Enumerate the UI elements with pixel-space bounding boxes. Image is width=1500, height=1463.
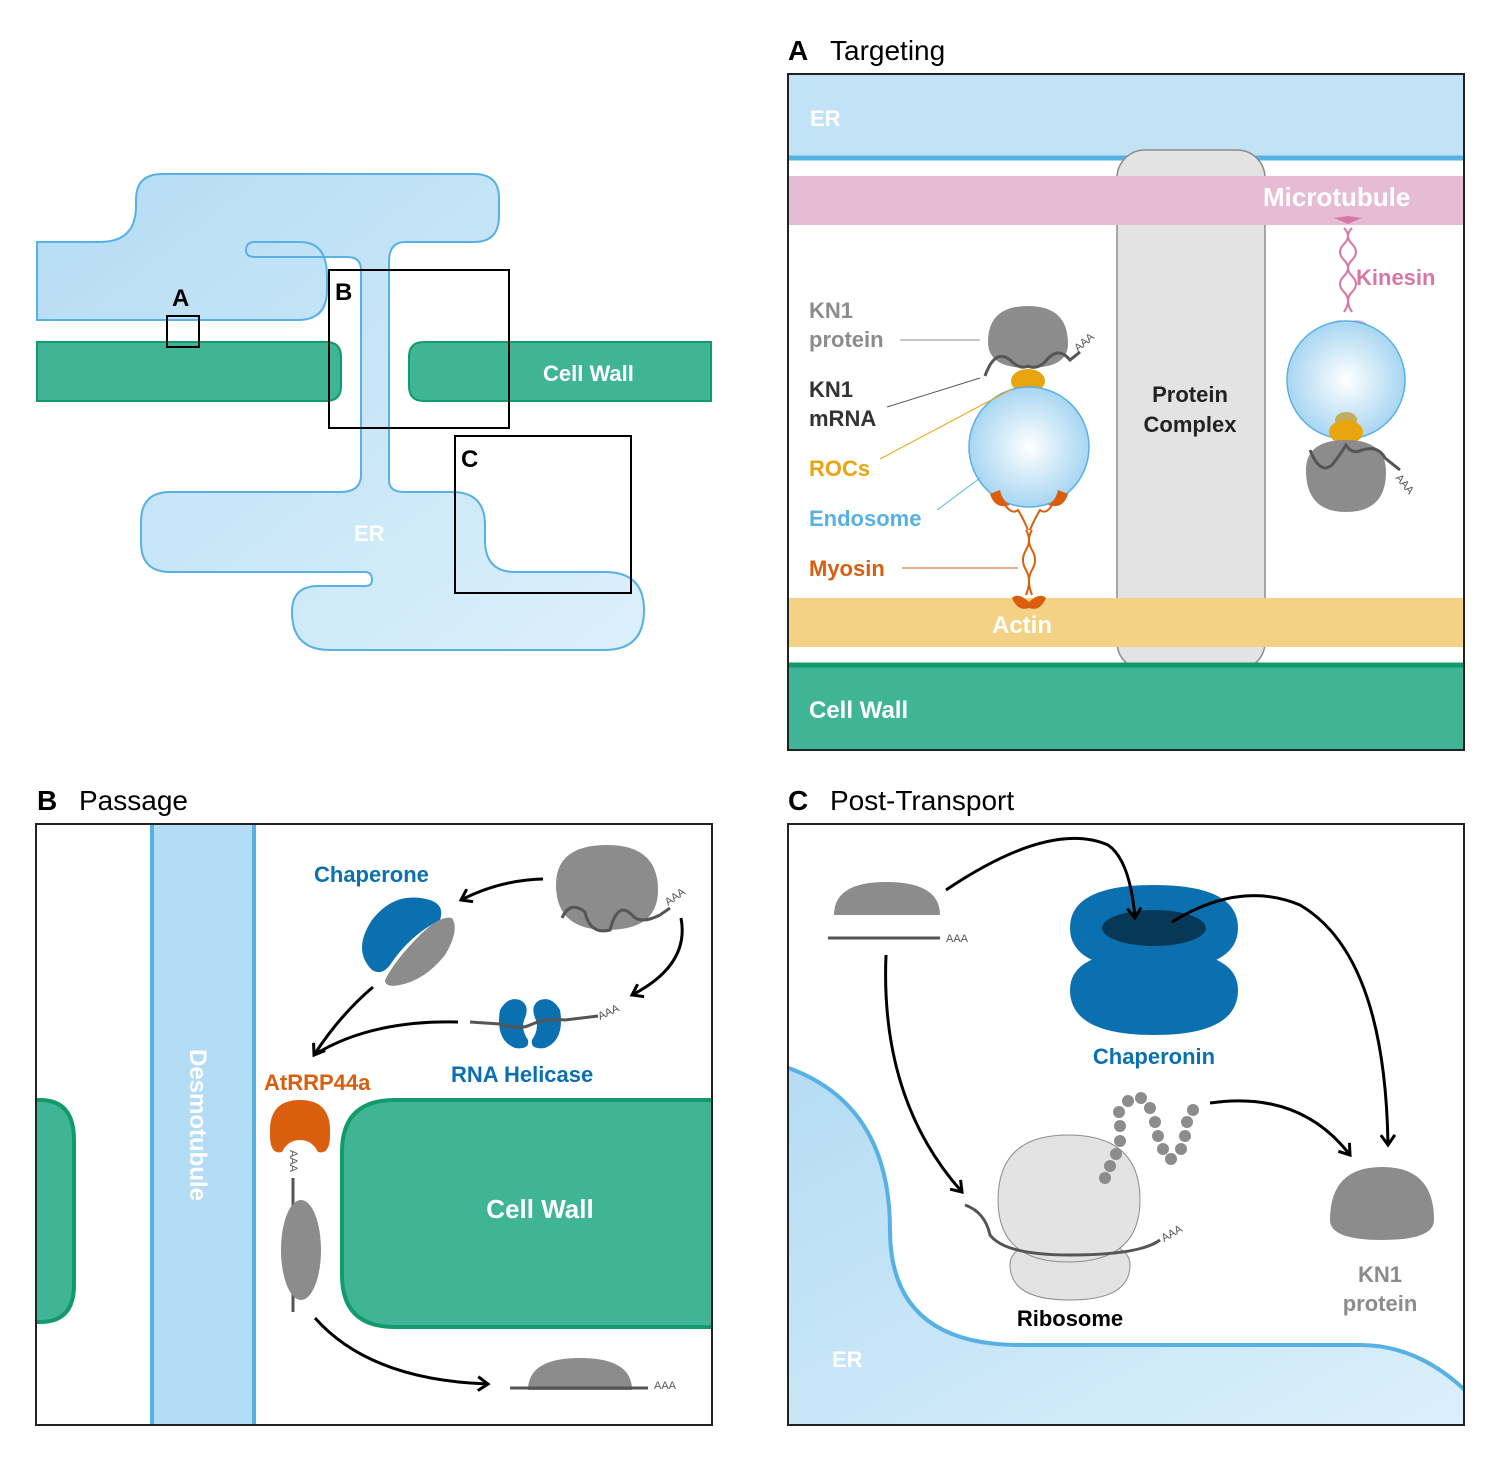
overview-box-a xyxy=(166,315,200,348)
rna-helicase-label: RNA Helicase xyxy=(451,1062,593,1087)
chaperonin-label: Chaperonin xyxy=(1093,1044,1215,1069)
ribosome-label: Ribosome xyxy=(1017,1306,1123,1331)
panel-c-er xyxy=(788,1065,1464,1425)
rocs-label: ROCs xyxy=(809,456,870,481)
myosin-label: Myosin xyxy=(809,556,885,581)
panel-c-letter: C xyxy=(788,785,808,816)
atrrp44a-icon xyxy=(269,1100,331,1153)
panel-a-targeting: AAA AAA ER Microtubule Kinesin KN1 prote… xyxy=(788,74,1464,750)
kn1-protein-final-label-line1: KN1 xyxy=(1358,1262,1402,1287)
kn1-protein-flat-c-icon xyxy=(834,882,940,915)
kn1-mrna-label-line1: KN1 xyxy=(809,377,853,402)
myosin-stalk xyxy=(1004,504,1053,596)
actin-label: Actin xyxy=(992,612,1052,639)
myosin-foot-icon xyxy=(1012,595,1046,609)
overview-cell-wall-label: Cell Wall xyxy=(543,361,634,386)
kn1-protein-final-label-line2: protein xyxy=(1343,1291,1418,1316)
panel-b-cell-wall-right xyxy=(340,1098,712,1329)
kinesin-label: Kinesin xyxy=(1356,265,1435,290)
kinesin-stalk xyxy=(1339,227,1357,313)
atrrp44a-label: AtRRP44a xyxy=(264,1070,371,1095)
panel-b-title: Passage xyxy=(79,785,188,816)
panel-a-er-band xyxy=(788,74,1464,158)
myosin-head-right-icon xyxy=(1048,490,1068,507)
kinesin-head-icon xyxy=(1334,216,1362,224)
kn1-protein-label-line1: KN1 xyxy=(809,298,853,323)
kn1-protein-unfolded-icon xyxy=(281,1200,321,1300)
overview-box-b-label: B xyxy=(335,279,352,306)
rocs-right-icon xyxy=(1329,420,1363,444)
overview-box-a-label: A xyxy=(172,285,189,312)
overview-er-label: ER xyxy=(354,521,385,546)
panel-b-cell-wall-left xyxy=(36,1098,76,1324)
chaperone-label: Chaperone xyxy=(314,862,429,887)
overview-cell-wall-right xyxy=(408,341,712,402)
overview-er-network xyxy=(36,173,646,651)
overview-diagram: Cell Wall ER A B C xyxy=(36,173,712,651)
panel-b-passage: Cell Wall Desmotubule AAA Chaperone AAA … xyxy=(36,824,712,1425)
panel-a-cell-wall-label: Cell Wall xyxy=(809,697,908,724)
overview-cell-wall-left xyxy=(36,341,342,402)
panel-a-title: Targeting xyxy=(830,35,945,66)
kn1-mrna-label-line2: mRNA xyxy=(809,406,876,431)
rna-helicase-icon xyxy=(499,999,561,1049)
panel-b-cell-wall-label: Cell Wall xyxy=(486,1194,593,1224)
overview-box-c-label: C xyxy=(461,446,478,473)
protein-complex-label-line2: Complex xyxy=(1144,412,1238,437)
myosin-head-left-icon xyxy=(990,490,1010,507)
polya-tail-c1: AAA xyxy=(946,933,969,945)
nascent-peptide-chain xyxy=(1099,1092,1199,1184)
microtubule-label: Microtubule xyxy=(1263,182,1410,212)
kn1-protein-final-icon xyxy=(1330,1167,1434,1240)
kn1-mrna-left xyxy=(983,350,1081,377)
panel-a-cell-wall xyxy=(788,665,1464,750)
chaperone-icon xyxy=(362,897,442,973)
overview-box-b xyxy=(328,269,510,429)
panel-a-er-label: ER xyxy=(810,106,841,131)
endosome-left xyxy=(968,386,1090,508)
panel-c-title: Post-Transport xyxy=(830,785,1014,816)
chaperonin-bottom-icon xyxy=(1070,950,1238,1035)
kn1-protein-label-line2: protein xyxy=(809,327,884,352)
desmotubule xyxy=(150,824,256,1425)
panel-b-letter: B xyxy=(37,785,57,816)
protein-complex-label-line1: Protein xyxy=(1152,382,1228,407)
panel-a-letter: A xyxy=(788,35,808,66)
desmotubule-label: Desmotubule xyxy=(184,1049,211,1201)
panel-c-er-label: ER xyxy=(832,1347,863,1372)
overview-box-c xyxy=(454,435,632,594)
kn1-protein-folded-icon xyxy=(556,845,658,930)
protein-complex xyxy=(1116,149,1266,671)
polya-tail-b3: AAA xyxy=(287,1150,299,1173)
panel-c-post-transport: ER AAA Chaperonin AAA Ribosome KN1 prote… xyxy=(788,824,1464,1425)
kn1-protein-flat-icon xyxy=(528,1358,632,1390)
actin-band xyxy=(788,598,1464,647)
endosome-label: Endosome xyxy=(809,506,921,531)
polya-tail-b4: AAA xyxy=(654,1380,677,1392)
kn1-protein-right-icon xyxy=(1306,440,1386,512)
kn1-protein-left-icon xyxy=(988,306,1068,368)
